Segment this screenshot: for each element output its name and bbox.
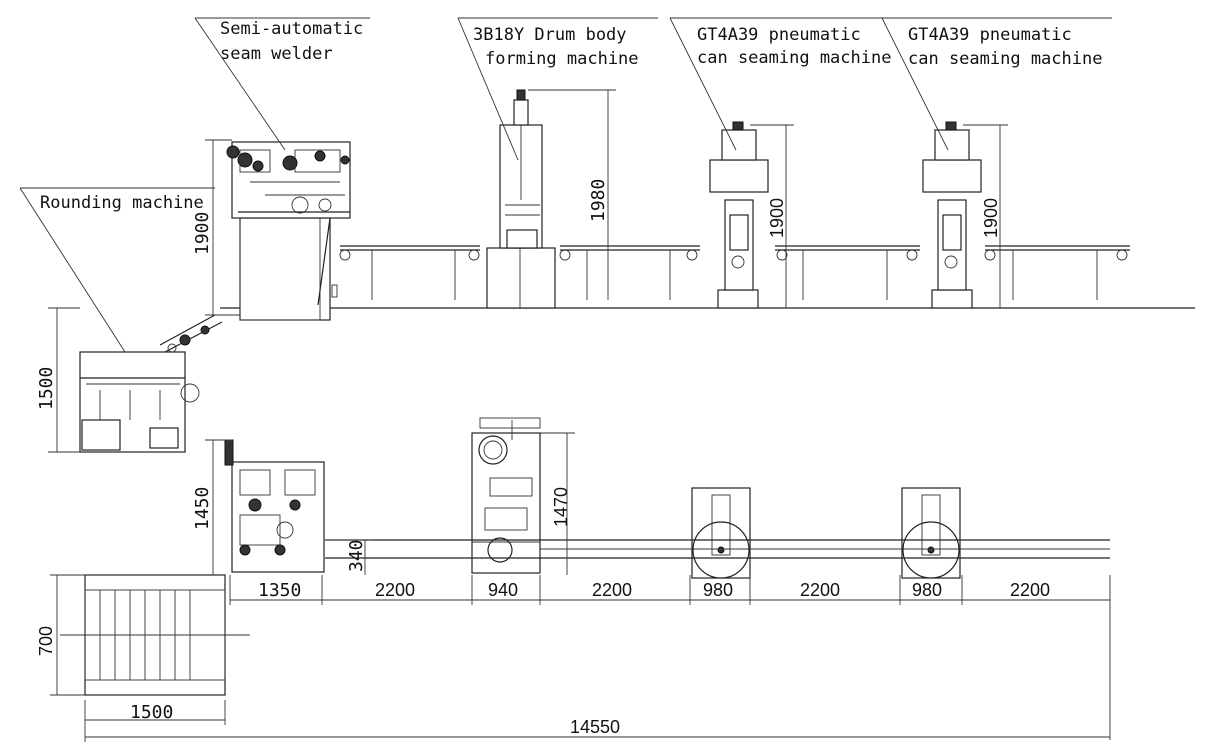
dim-offset: 340 (346, 539, 367, 572)
label-semi-welder-line2: seam welder (220, 44, 333, 64)
dim-rounding-plan-depth: 700 (36, 626, 56, 656)
drum-forming-elevation (486, 89, 556, 309)
conveyor-tables (339, 245, 1130, 300)
seamer-a-plan (691, 487, 751, 579)
dim-drum-plan-depth: 1470 (551, 487, 571, 527)
dim-seamer-b-width: 980 (912, 580, 942, 600)
seamer-a-elevation (709, 121, 769, 309)
label-seamer-b-line1: GT4A39 pneumatic (908, 25, 1072, 45)
rounding-machine-plan (60, 574, 250, 696)
dim-gap-3: 2200 (800, 580, 840, 600)
dim-seamer-b-height: 1900 (981, 198, 1001, 238)
label-seamer-a-line2: can seaming machine (697, 48, 891, 68)
dimension-labels: 1900 1980 1900 1900 1500 1450 1470 340 7… (36, 179, 1050, 737)
label-rounding: Rounding machine (40, 193, 204, 213)
dim-gap-2: 2200 (592, 580, 632, 600)
label-semi-welder-line1: Semi-automatic (220, 19, 363, 39)
plan-view (50, 417, 1111, 742)
drum-forming-plan (471, 417, 541, 574)
seamer-b-plan (901, 487, 961, 579)
label-seamer-b-line2: can seaming machine (908, 49, 1102, 69)
elevation-leaders (19, 17, 1112, 353)
elevation-view (19, 17, 1195, 453)
dim-total-length: 14550 (570, 717, 620, 737)
dim-rounding-height: 1500 (36, 367, 57, 410)
dim-welder-width: 1350 (258, 580, 301, 601)
dim-rounding-width: 1500 (130, 702, 173, 723)
dim-drum-width: 940 (488, 580, 518, 600)
label-drum-line2: forming machine (485, 49, 639, 69)
seamer-b-elevation (922, 121, 982, 309)
seam-welder-plan (224, 439, 325, 573)
dim-welder-plan-depth: 1450 (192, 487, 213, 530)
elevation-dimension-lines (48, 89, 1008, 453)
dim-seamer-a-width: 980 (703, 580, 733, 600)
dim-gap-4: 2200 (1010, 580, 1050, 600)
label-drum-line1: 3B18Y Drum body (473, 25, 627, 45)
dim-seamer-a-height: 1900 (767, 198, 787, 238)
plan-dimension-lines (50, 432, 1111, 742)
rounding-machine-elevation (79, 314, 223, 453)
label-seamer-a-line1: GT4A39 pneumatic (697, 25, 861, 45)
conveyor-plan (325, 539, 1110, 559)
machine-labels: Semi-automatic seam welder 3B18Y Drum bo… (40, 19, 1102, 213)
seam-welder-elevation (226, 141, 351, 321)
dim-gap-1: 2200 (375, 580, 415, 600)
dim-drum-height: 1980 (588, 179, 609, 222)
dim-welder-height: 1900 (192, 212, 213, 255)
